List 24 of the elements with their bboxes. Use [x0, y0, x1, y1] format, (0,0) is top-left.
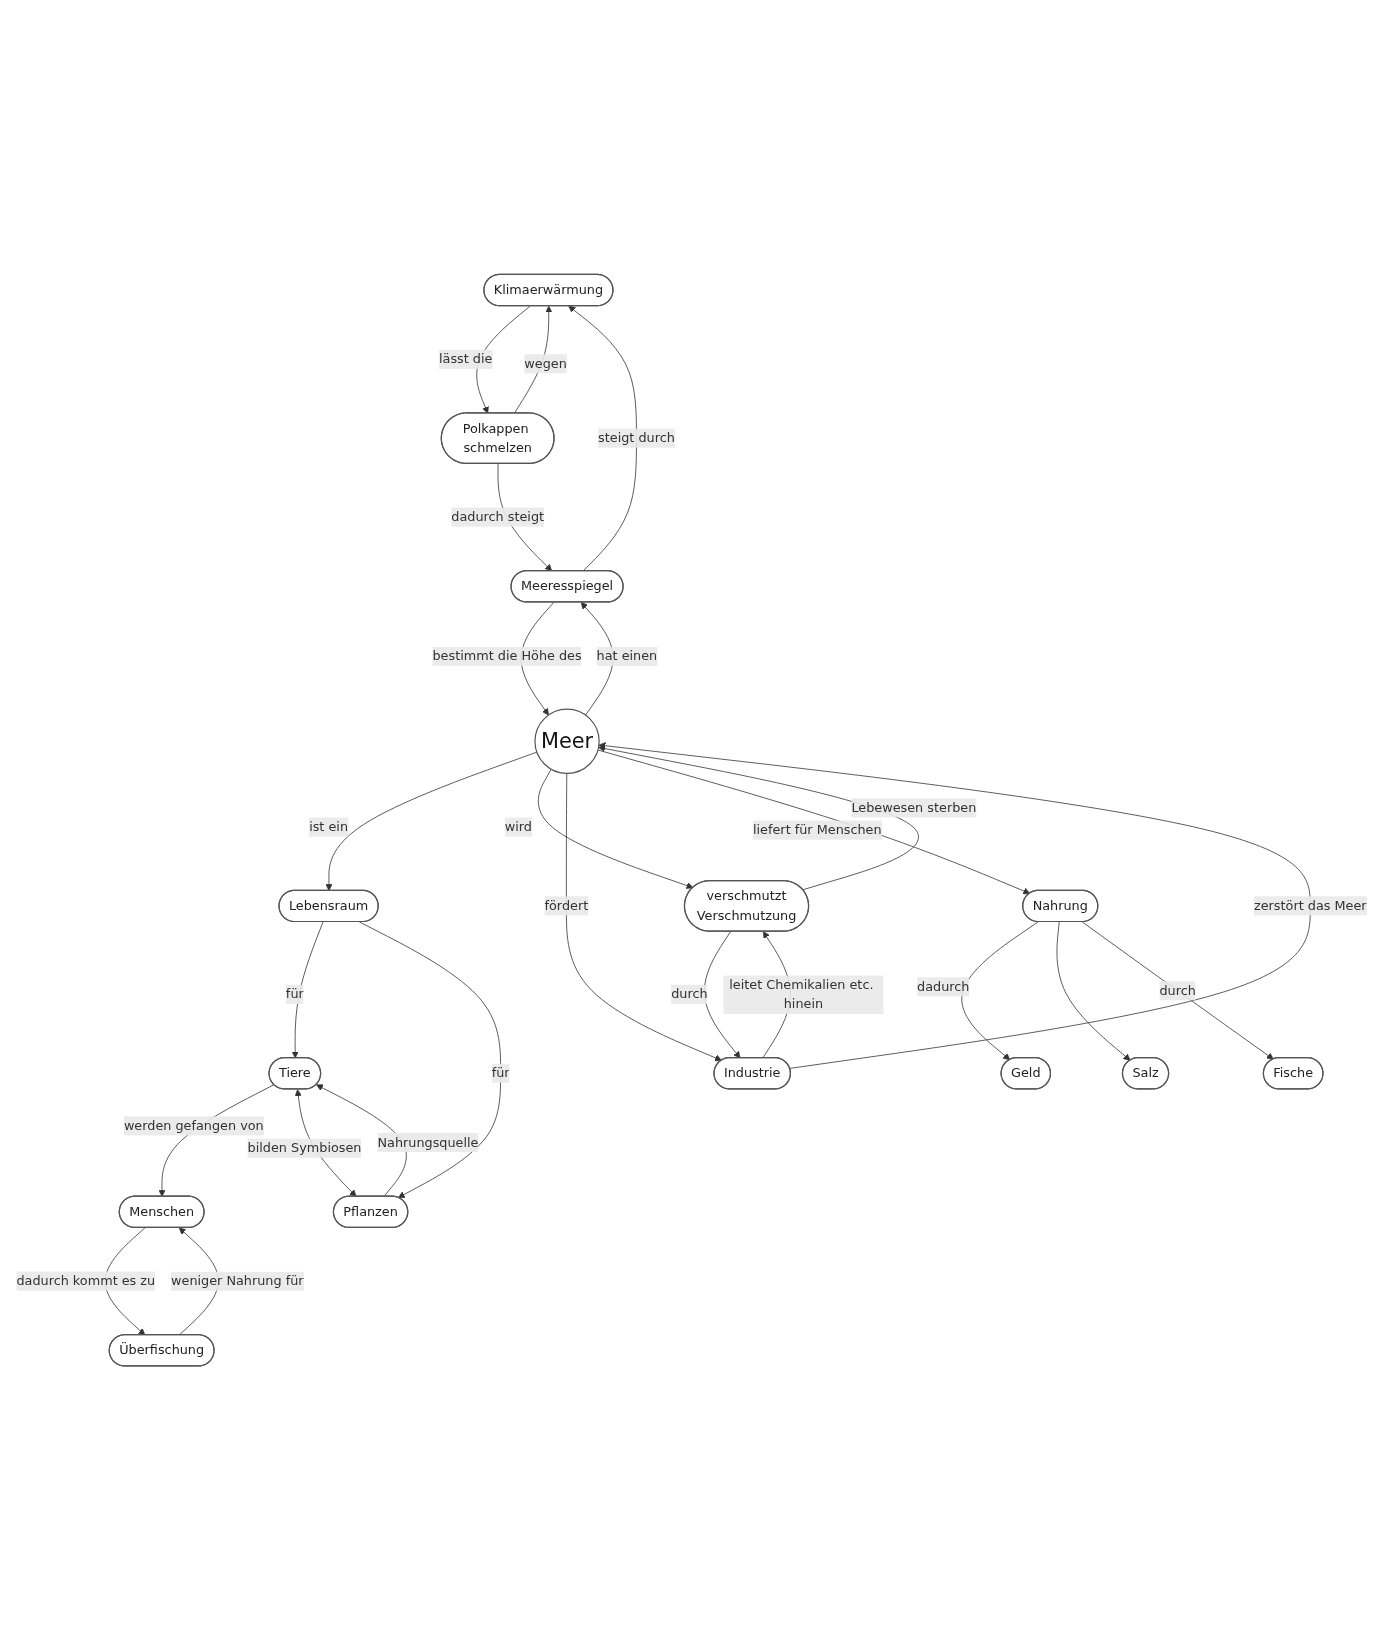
edge-label: Lebewesen sterben — [851, 800, 977, 816]
edge-label: hat einen — [596, 648, 658, 664]
edge-label: bestimmt die Höhe des — [432, 648, 582, 664]
edge-label: durch — [671, 986, 708, 1002]
node-circle: Meer — [534, 708, 600, 775]
edge-label: für — [491, 1065, 510, 1081]
edge-label: bilden Symbiosen — [247, 1140, 362, 1156]
edge-label: werden gefangen von — [123, 1118, 264, 1134]
edge-label: dadurch kommt es zu — [16, 1273, 156, 1289]
edge-label: fördert — [544, 898, 589, 914]
edge-label: durch — [1159, 983, 1196, 999]
edge-label: weniger Nahrung für — [171, 1273, 304, 1289]
edge-label: zerstört das Meer — [1254, 898, 1367, 914]
edge-label: steigt durch — [598, 430, 675, 446]
edge-label: lässt die — [438, 351, 493, 367]
edge-label: dadurch steigt — [451, 509, 545, 525]
edge-label: wegen — [524, 356, 567, 372]
edge-label: dadurch — [917, 979, 970, 995]
edge-label: liefert für Menschen — [752, 822, 882, 838]
edge-label: wird — [504, 819, 532, 835]
edge-label: für — [285, 986, 304, 1002]
edge-label: ist ein — [309, 819, 349, 835]
edge-label: Nahrungsquelle — [377, 1134, 479, 1151]
edge-label: leitet Chemikalien etc. hinein — [729, 977, 874, 1012]
